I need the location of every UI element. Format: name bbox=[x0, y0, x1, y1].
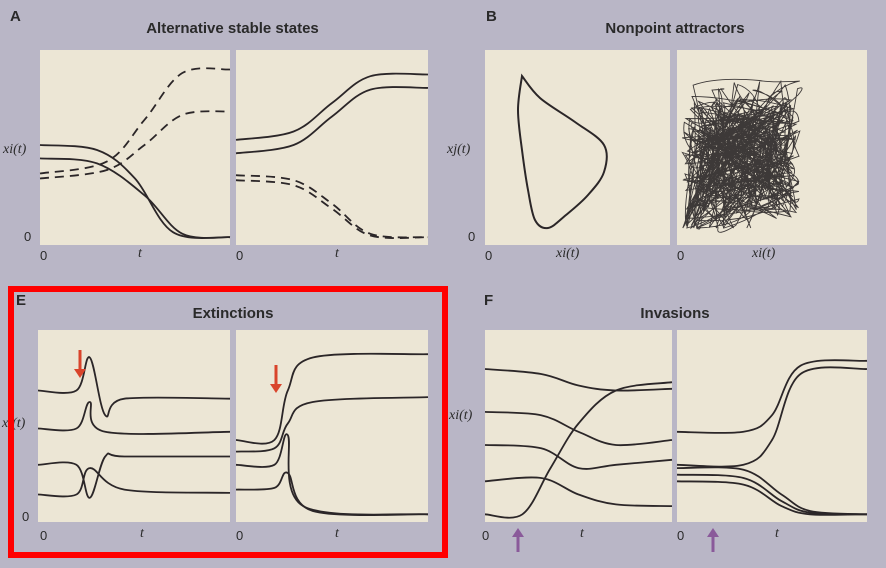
panel-b-right-x-zero: 0 bbox=[677, 248, 685, 263]
panel-b-title: Nonpoint attractors bbox=[605, 20, 745, 37]
panel-f-letter: F bbox=[484, 292, 494, 309]
series-line-a-right-3 bbox=[235, 174, 429, 239]
panel-e-right-x-zero: 0 bbox=[236, 528, 244, 543]
panel-a-left-xlabel: t bbox=[138, 246, 142, 261]
panel-f-left-xlabel: t bbox=[580, 526, 584, 541]
panel-f-right-plot bbox=[677, 330, 867, 522]
series-line-f-left-1 bbox=[484, 368, 673, 392]
panel-e-left-xlabel: t bbox=[140, 526, 144, 541]
series-line-a-left-2 bbox=[39, 157, 231, 239]
series-line-e-left-2 bbox=[37, 401, 231, 435]
panel-e-right-plot bbox=[236, 330, 428, 522]
panel-e-left-x-zero: 0 bbox=[40, 528, 48, 543]
chaotic-attractor-trajectory bbox=[681, 78, 803, 233]
invasion-arrow-left bbox=[512, 528, 524, 552]
panel-b-left-x-zero: 0 bbox=[485, 248, 493, 263]
panel-a-y-zero: 0 bbox=[24, 229, 32, 244]
series-line-f-left-3 bbox=[484, 444, 673, 470]
series-line-f-right-2 bbox=[676, 366, 868, 468]
series-line-a-left-1 bbox=[39, 144, 231, 239]
extinction-arrow-left bbox=[74, 350, 86, 378]
panel-a-right-x-zero: 0 bbox=[236, 248, 244, 263]
series-line-f-right-1 bbox=[676, 359, 868, 434]
series-line-a-right-4 bbox=[235, 179, 429, 239]
panel-a-left-x-zero: 0 bbox=[40, 248, 48, 263]
panel-b-left-xlabel: xi(t) bbox=[556, 246, 580, 261]
series-line-f-left-2 bbox=[484, 411, 673, 447]
series-line-f-left-5 bbox=[484, 476, 673, 507]
series-line-e-left-3 bbox=[37, 452, 230, 499]
panel-a-left-plot bbox=[40, 50, 230, 245]
panel-b-letter: B bbox=[486, 8, 497, 25]
series-line-e-right-4 bbox=[235, 471, 429, 516]
panel-a-letter: A bbox=[10, 8, 21, 25]
panel-b-y-zero: 0 bbox=[468, 229, 476, 244]
series-line-f-right-3 bbox=[676, 466, 868, 516]
extinction-arrow-right bbox=[270, 365, 282, 393]
series-line-f-right-4 bbox=[676, 473, 868, 516]
panel-e-right-xlabel: t bbox=[335, 526, 339, 541]
panel-e-letter: E bbox=[16, 292, 27, 309]
panel-f-title: Invasions bbox=[640, 305, 710, 322]
panel-b-right-xlabel: xi(t) bbox=[752, 246, 776, 261]
series-line-a-right-1 bbox=[235, 72, 429, 141]
series-line-e-right-1 bbox=[235, 352, 429, 445]
limit-cycle-trajectory bbox=[516, 73, 608, 230]
panel-e-title: Extinctions bbox=[192, 305, 274, 322]
panel-b-left-plot bbox=[485, 50, 670, 245]
series-line-e-left-4 bbox=[37, 467, 231, 498]
series-line-a-right-2 bbox=[235, 86, 429, 155]
panel-f-ylabel: xi(t) bbox=[449, 408, 473, 423]
series-line-a-left-3 bbox=[39, 67, 231, 175]
panel-a-right-plot bbox=[236, 50, 428, 245]
panel-a-title: Alternative stable states bbox=[146, 20, 319, 37]
panel-f-right-x-zero: 0 bbox=[677, 528, 685, 543]
panel-a-right-xlabel: t bbox=[335, 246, 339, 261]
invasion-arrow-right bbox=[707, 528, 719, 552]
panel-e-highlight-box bbox=[8, 286, 448, 558]
panel-a-ylabel: xi(t) bbox=[3, 142, 27, 157]
series-line-f-right-5 bbox=[676, 480, 868, 516]
panel-f-left-plot bbox=[485, 330, 672, 522]
panel-f-right-xlabel: t bbox=[775, 526, 779, 541]
panel-f-left-x-zero: 0 bbox=[482, 528, 490, 543]
series-line-e-left-1 bbox=[37, 356, 231, 418]
panel-e-y-zero: 0 bbox=[22, 509, 30, 524]
panel-b-ylabel: xj(t) bbox=[447, 142, 471, 157]
series-line-f-left-4 bbox=[484, 381, 673, 519]
series-line-a-left-4 bbox=[39, 110, 231, 180]
series-line-e-right-2 bbox=[235, 396, 429, 453]
